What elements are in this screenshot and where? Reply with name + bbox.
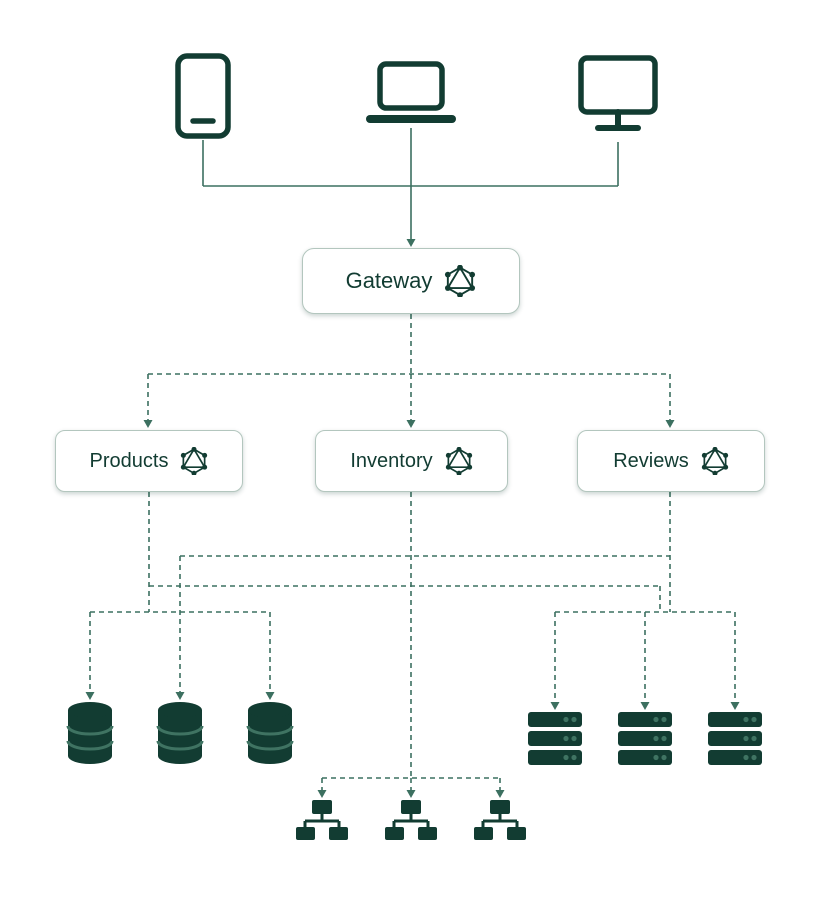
node-gateway: Gateway — [302, 248, 520, 314]
graphql-icon — [444, 447, 473, 475]
desktop-icon — [578, 55, 658, 131]
network-icon — [296, 800, 348, 840]
graphql-icon — [180, 447, 209, 475]
gateway-label: Gateway — [345, 268, 433, 293]
backend-connectors — [89, 492, 736, 790]
laptop-icon — [366, 61, 456, 123]
arrows-backends — [85, 692, 740, 798]
graphql-icon — [444, 265, 477, 297]
server-icon — [618, 712, 672, 765]
database-icon — [246, 702, 294, 764]
inventory-label: Inventory — [350, 449, 433, 472]
network-icon — [474, 800, 526, 840]
tablet-icon — [175, 53, 231, 139]
client-connectors — [202, 128, 619, 239]
node-inventory: Inventory — [315, 430, 508, 492]
node-reviews: Reviews — [577, 430, 765, 492]
database-icon — [156, 702, 204, 764]
reviews-label: Reviews — [613, 449, 689, 472]
arrow-gateway — [406, 239, 416, 247]
arrows-services — [143, 420, 675, 428]
products-label: Products — [89, 449, 169, 472]
server-icon — [528, 712, 582, 765]
server-icon — [708, 712, 762, 765]
node-products: Products — [55, 430, 243, 492]
database-icon — [66, 702, 114, 764]
graphql-icon — [700, 447, 729, 475]
gateway-connectors — [147, 314, 671, 420]
network-icon — [385, 800, 437, 840]
